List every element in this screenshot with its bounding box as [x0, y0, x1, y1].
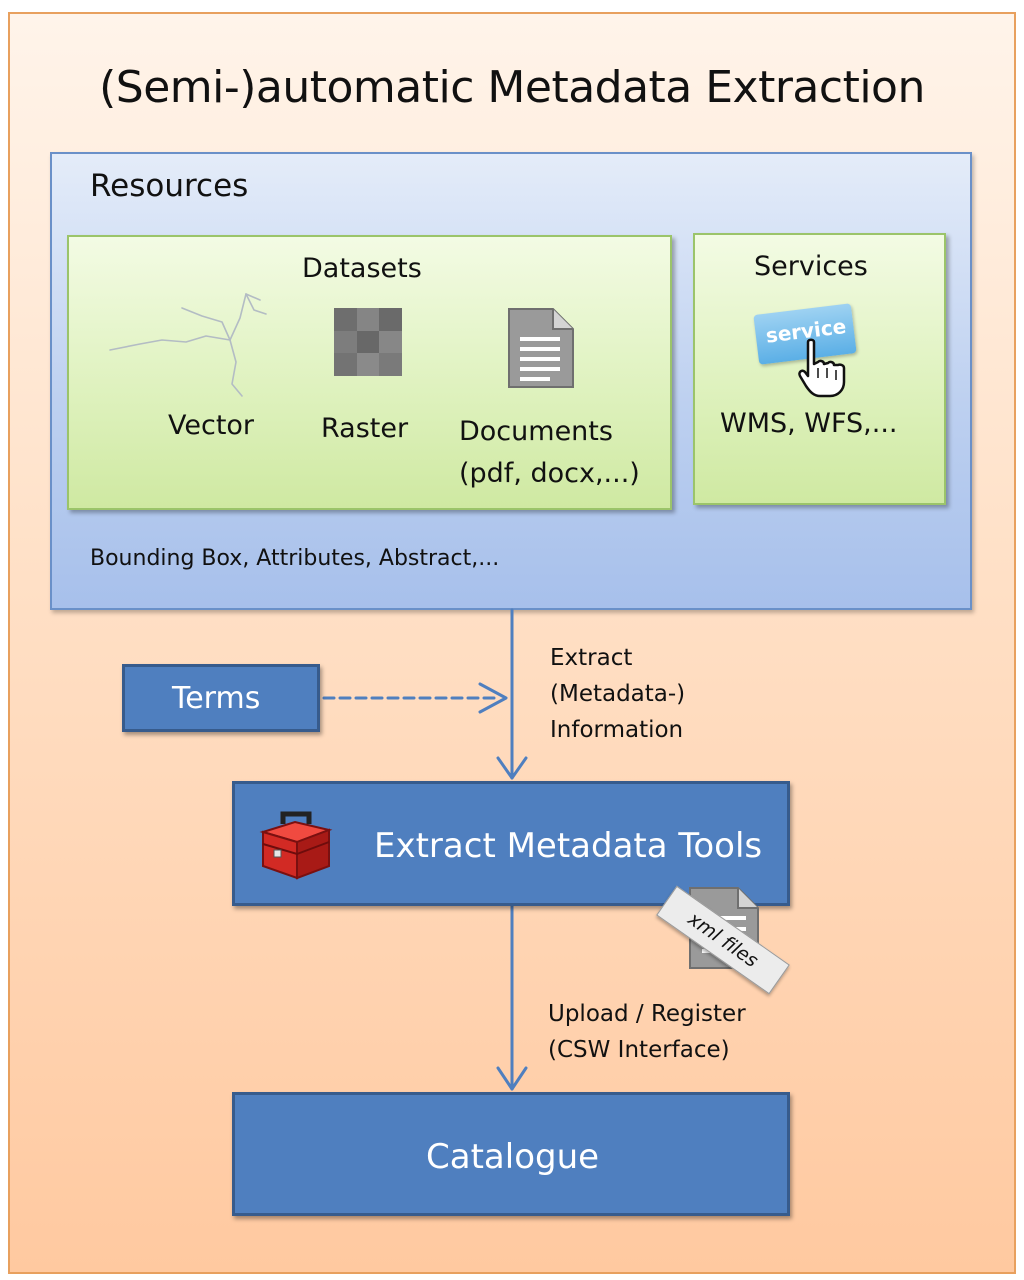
terms-arrowhead [478, 682, 508, 714]
pointer-hand-icon [798, 338, 846, 398]
resources-label: Resources [90, 168, 249, 204]
raster-grid-icon [334, 308, 402, 376]
extract-step-line-1: Extract [550, 645, 633, 671]
extract-tools-box: Extract Metadata Tools [232, 781, 790, 906]
services-panel [693, 233, 946, 505]
documents-formats-label: (pdf, docx,...) [459, 458, 640, 489]
upload-step-line-1: Upload / Register [548, 1001, 746, 1027]
catalogue-box: Catalogue [232, 1092, 790, 1216]
toolbox-icon [259, 811, 333, 880]
services-examples-label: WMS, WFS,... [720, 408, 898, 439]
datasets-label: Datasets [302, 253, 422, 284]
extract-step-line-3: Information [550, 717, 684, 743]
catalogue-label: Catalogue [426, 1137, 600, 1177]
vector-label: Vector [168, 410, 255, 441]
resource-attributes-label: Bounding Box, Attributes, Abstract,... [90, 546, 500, 571]
raster-label: Raster [321, 413, 409, 444]
services-label: Services [754, 251, 868, 282]
extract-tools-label: Extract Metadata Tools [374, 826, 763, 866]
extract-step-line-2: (Metadata-) [550, 681, 686, 707]
upload-step-line-2: (CSW Interface) [548, 1037, 730, 1063]
upload-step-label: Upload / Register (CSW Interface) [548, 996, 746, 1068]
extract-step-label: Extract (Metadata-) Information [550, 640, 685, 748]
terms-box: Terms [122, 664, 320, 732]
documents-label: Documents [459, 416, 613, 447]
terms-label: Terms [172, 681, 261, 716]
upload-flow-arrowhead [496, 1066, 528, 1091]
document-icon [508, 308, 574, 388]
diagram-title: (Semi-)automatic Metadata Extraction [99, 62, 925, 113]
extract-flow-arrowhead [496, 756, 528, 780]
vector-lines-icon [109, 293, 267, 397]
